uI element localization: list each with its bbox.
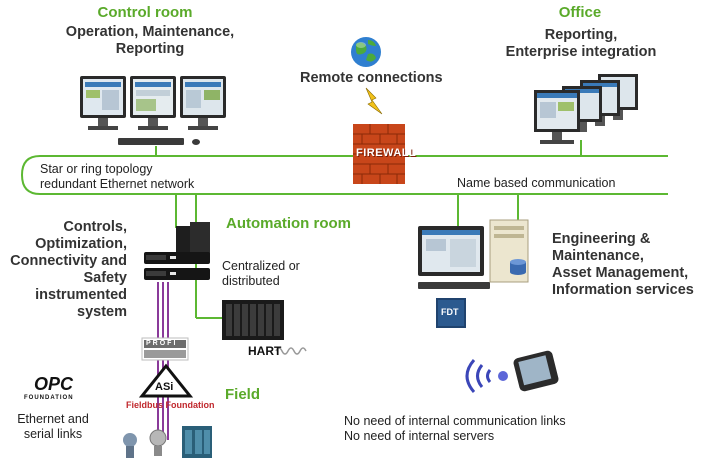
control-room-subtitle: Operation, Maintenance, Reporting [65, 24, 235, 57]
signal-icon [465, 359, 508, 393]
centralized-label: Centralized or distributed [222, 259, 300, 288]
server-icon [489, 219, 529, 283]
io-rack-icon [222, 300, 284, 340]
office-title: Office [558, 4, 602, 21]
valve-icon [149, 429, 167, 447]
engineering-workstation [418, 219, 529, 289]
control-room-monitors [80, 76, 226, 145]
lightning-icon [365, 87, 383, 115]
engineering-label: Engineering & Maintenance, Asset Managem… [552, 231, 694, 298]
monitor-icon [80, 76, 126, 130]
monitor-icon [180, 76, 226, 130]
network-ring-line [20, 155, 668, 195]
profibus-logo [141, 337, 189, 361]
office-monitors [534, 74, 638, 144]
field-title: Field [225, 386, 261, 403]
firewall-wall [353, 124, 405, 184]
name-based-communication-label: Name based communication [457, 176, 616, 190]
topology-label: Star or ring topology redundant Ethernet… [40, 162, 195, 191]
mouse-icon [192, 139, 200, 145]
keyboard-icon [418, 282, 490, 289]
control-room-title: Control room [97, 4, 193, 21]
fdt-logo-text: FDT [441, 307, 459, 317]
controller-icon [144, 222, 210, 280]
wireless-note: No need of internal communication links … [344, 414, 566, 443]
asi-logo [138, 363, 194, 398]
opc-logo-subtext: FOUNDATION [24, 395, 74, 401]
monitor-icon [130, 76, 176, 130]
phone-icon [513, 350, 559, 392]
globe-icon [351, 37, 381, 67]
profibus-logo-text: PROFI [146, 340, 178, 347]
asi-logo-text: ASi [155, 381, 174, 393]
opc-logo-text: OPC [34, 374, 74, 394]
keyboard-icon [118, 138, 184, 145]
fdt-logo [436, 298, 466, 328]
controls-label: Controls, Optimization, Connectivity and… [10, 219, 127, 320]
firewall-label: FIREWALL [356, 147, 417, 159]
field-devices [123, 426, 212, 458]
remote-connections-label: Remote connections [300, 70, 443, 86]
hart-wave [275, 347, 307, 355]
ethernet-serial-label: Ethernet and serial links [17, 412, 89, 441]
hart-logo-text: HART [248, 344, 282, 358]
transmitter-icon [123, 433, 137, 447]
fieldbus-logo-text: Fieldbus Foundation [126, 400, 215, 410]
automation-room-title: Automation room [226, 215, 351, 232]
office-subtitle: Reporting, Enterprise integration [505, 27, 657, 60]
